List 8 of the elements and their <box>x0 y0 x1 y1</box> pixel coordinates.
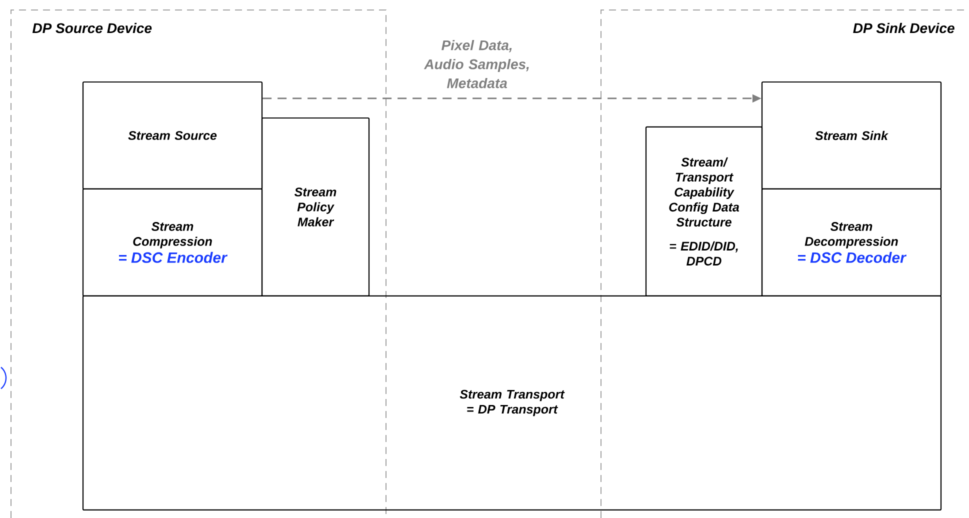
stream-source-box: Stream Source <box>82 81 263 190</box>
stream-sink-box: Stream Sink <box>761 81 942 190</box>
policy-maker-box: Stream Policy Maker <box>261 117 370 297</box>
compression-box: Stream Compression = DSC Encoder <box>82 188 263 297</box>
decompression-box: Stream Decompression = DSC Decoder <box>761 188 942 297</box>
transport-box: Stream Transport = DP Transport <box>82 295 942 511</box>
capability-box: Stream/ Transport Capability Config Data Structure = EDID/DID, DPCD <box>645 126 763 297</box>
edge-label: Pixel Data, Audio Samples, Metadata <box>424 40 529 88</box>
